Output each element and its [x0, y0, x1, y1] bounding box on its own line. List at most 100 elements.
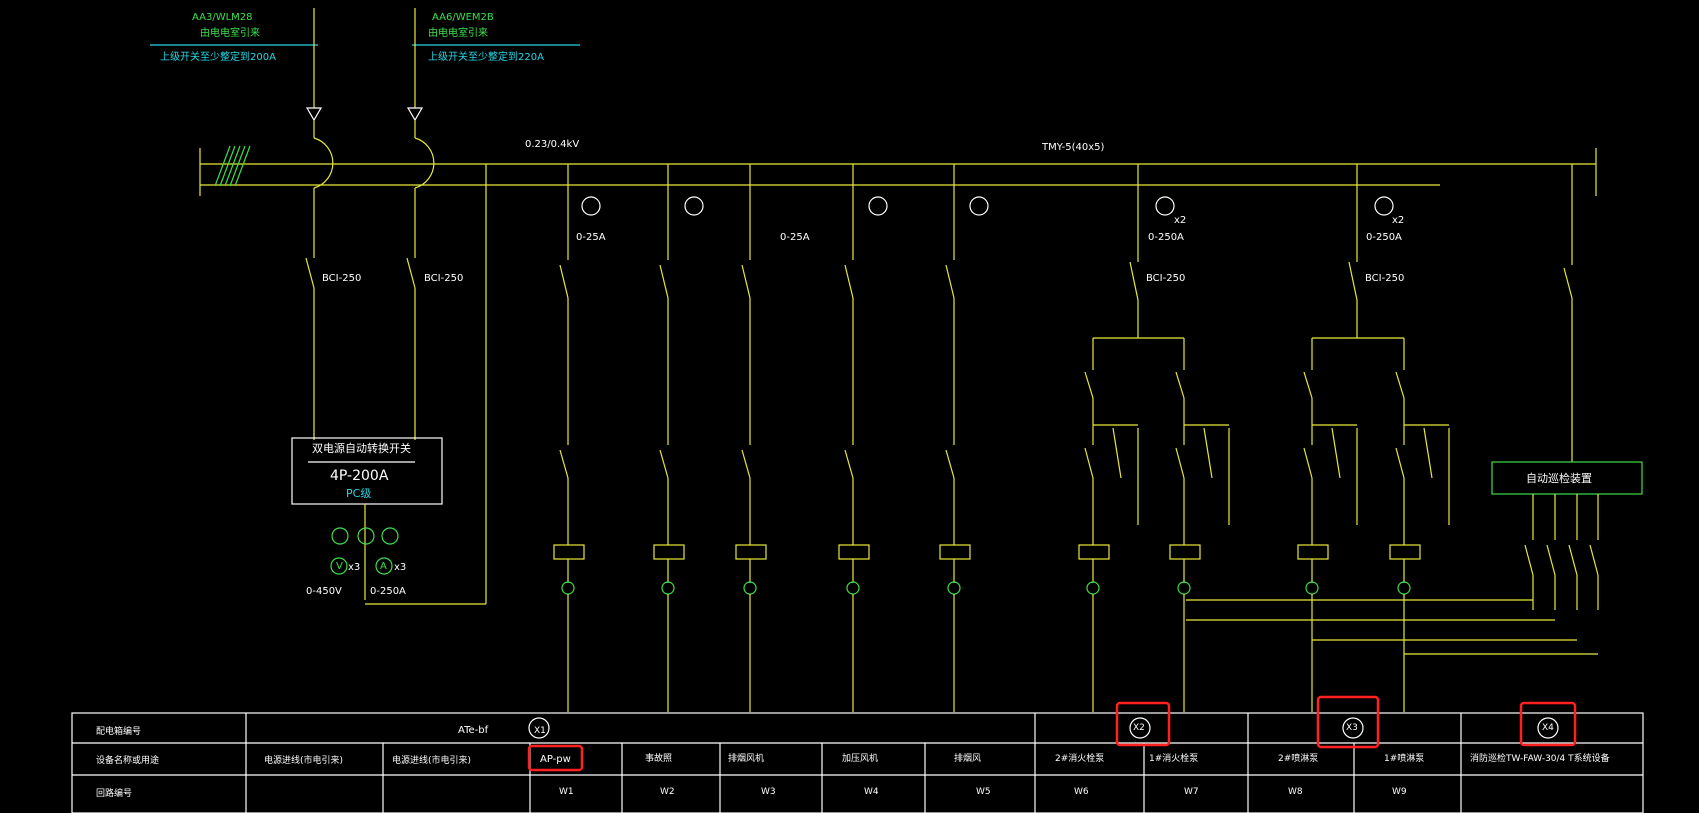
incoming-2-source: 由电电室引来 — [428, 28, 488, 39]
use-4: 事故照 — [645, 754, 673, 764]
meter-v — [330, 557, 348, 575]
ats-rating: 4P-200A — [330, 468, 389, 484]
breaker-blade — [305, 257, 315, 289]
marker-x4: X4 — [1542, 723, 1554, 733]
row-header-panel: 配电箱编号 — [96, 727, 142, 737]
range-r1: 0-25A — [576, 232, 606, 243]
auto-switch — [1524, 544, 1534, 576]
use-6: 加压风机 — [842, 754, 879, 764]
feeder-2-relay — [653, 544, 685, 560]
range-r4: 0-250A — [1366, 232, 1402, 243]
breaker-right-label: BCI-250 — [424, 273, 464, 284]
use-3: AP-pw — [540, 754, 571, 765]
use-5: 排烟风机 — [728, 754, 765, 764]
feeder-1-breaker — [559, 264, 569, 299]
feeder-3-contactor — [741, 449, 751, 479]
feeder-3-relay — [735, 544, 767, 560]
feeder-4-breaker — [844, 264, 854, 299]
incoming-1-id: AA3/WLM28 — [192, 12, 253, 23]
circuit-w1: W1 — [559, 787, 574, 797]
feeder-2-breaker — [659, 264, 669, 299]
pump-branch-contactor — [1303, 447, 1313, 479]
marker-x3: X3 — [1346, 723, 1358, 733]
pump-aux-switch — [1203, 427, 1213, 479]
meter-3 — [381, 527, 399, 545]
auto-switch — [1589, 544, 1599, 576]
incoming-1-crossover — [313, 137, 334, 189]
feeder-2-ct — [661, 581, 675, 595]
meter-a — [375, 557, 393, 575]
use-11: 1#喷淋泵 — [1384, 754, 1425, 764]
pump-branch-breaker — [1395, 371, 1405, 399]
auto-inspection-label: 自动巡检装置 — [1526, 472, 1592, 485]
pump-aux-switch — [1331, 427, 1341, 479]
breaker-left-label: BCI-250 — [322, 273, 362, 284]
pump-branch-breaker — [1175, 371, 1185, 399]
feeder-3-breaker — [741, 264, 751, 299]
pump-branch-relay — [1389, 544, 1421, 560]
auto-box — [1491, 461, 1643, 495]
mult-x2b: x2 — [1392, 215, 1405, 226]
feeder-2-contactor — [659, 449, 669, 479]
feeder-1-relay — [553, 544, 585, 560]
meter-1 — [331, 527, 349, 545]
pump-1-breaker — [1129, 261, 1139, 301]
feeder-5-breaker — [945, 264, 955, 299]
bus-hatch — [214, 145, 231, 187]
pump-branch-relay — [1078, 544, 1110, 560]
breaker-blade — [406, 257, 416, 289]
pump-branch-contactor — [1395, 447, 1405, 479]
pump-aux-switch — [1423, 427, 1433, 479]
bus-hatch — [234, 145, 251, 187]
bus-hatch — [224, 145, 241, 187]
highlight-ap-pw — [527, 744, 584, 772]
use-1: 电源进线(市电引来) — [264, 756, 344, 766]
pump-branch-ct — [1177, 581, 1191, 595]
highlight-x4 — [1519, 701, 1577, 747]
meter-2 — [357, 527, 375, 545]
use-9: 1#消火栓泵 — [1149, 754, 1199, 764]
incoming-1-note: 上级开关至少整定到200A — [160, 52, 276, 63]
pump-2-ammeter — [1374, 196, 1394, 216]
mult-x2a: x2 — [1174, 215, 1187, 226]
circuit-w3: W3 — [761, 787, 776, 797]
meter-v-symbol: V — [336, 561, 343, 572]
feeder-1-ammeter — [581, 196, 601, 216]
meter-amp-range: 0-250A — [370, 586, 406, 597]
feeder-4-ammeter — [868, 196, 888, 216]
use-12: 消防巡检TW-FAW-30/4 T系统设备 — [1470, 754, 1610, 764]
range-r2: 0-25A — [780, 232, 810, 243]
incoming-1-source: 由电电室引来 — [200, 28, 260, 39]
feeder-5-ct — [947, 581, 961, 595]
meter-v-mult: x3 — [348, 562, 361, 573]
circuit-w7: W7 — [1184, 787, 1199, 797]
incoming-2-crossover — [414, 137, 435, 189]
row-header-use: 设备名称或用途 — [96, 756, 160, 766]
pump-branch-contactor — [1175, 447, 1185, 479]
pump-branch-ct — [1397, 581, 1411, 595]
bus-rating: TMY-5(40x5) — [1042, 142, 1105, 153]
circuit-w5: W5 — [976, 787, 991, 797]
pump-branch-ct — [1086, 581, 1100, 595]
feeder-4-ct — [846, 581, 860, 595]
panel-id: ATe-bf — [458, 725, 489, 736]
meter-a-symbol: A — [380, 561, 387, 572]
feeder-5-ammeter — [969, 196, 989, 216]
feeder-1-contactor — [559, 449, 569, 479]
marker-x3-circle — [1342, 717, 1364, 739]
use-8: 2#消火栓泵 — [1055, 754, 1105, 764]
feeder-2-ammeter — [684, 196, 704, 216]
circuit-table — [71, 712, 1644, 813]
highlight-x2 — [1115, 701, 1171, 747]
marker-x2-circle — [1129, 717, 1151, 739]
feeder-5-relay — [939, 544, 971, 560]
incoming-2-id: AA6/WEM2B — [432, 12, 494, 23]
auto-breaker — [1563, 267, 1573, 299]
incoming-1-arrow — [305, 107, 323, 122]
breaker-f2-label: BCI-250 — [1365, 273, 1405, 284]
ats-box — [291, 437, 443, 505]
pump-aux-switch — [1112, 427, 1122, 479]
pump-branch-relay — [1169, 544, 1201, 560]
pump-branch-relay — [1297, 544, 1329, 560]
